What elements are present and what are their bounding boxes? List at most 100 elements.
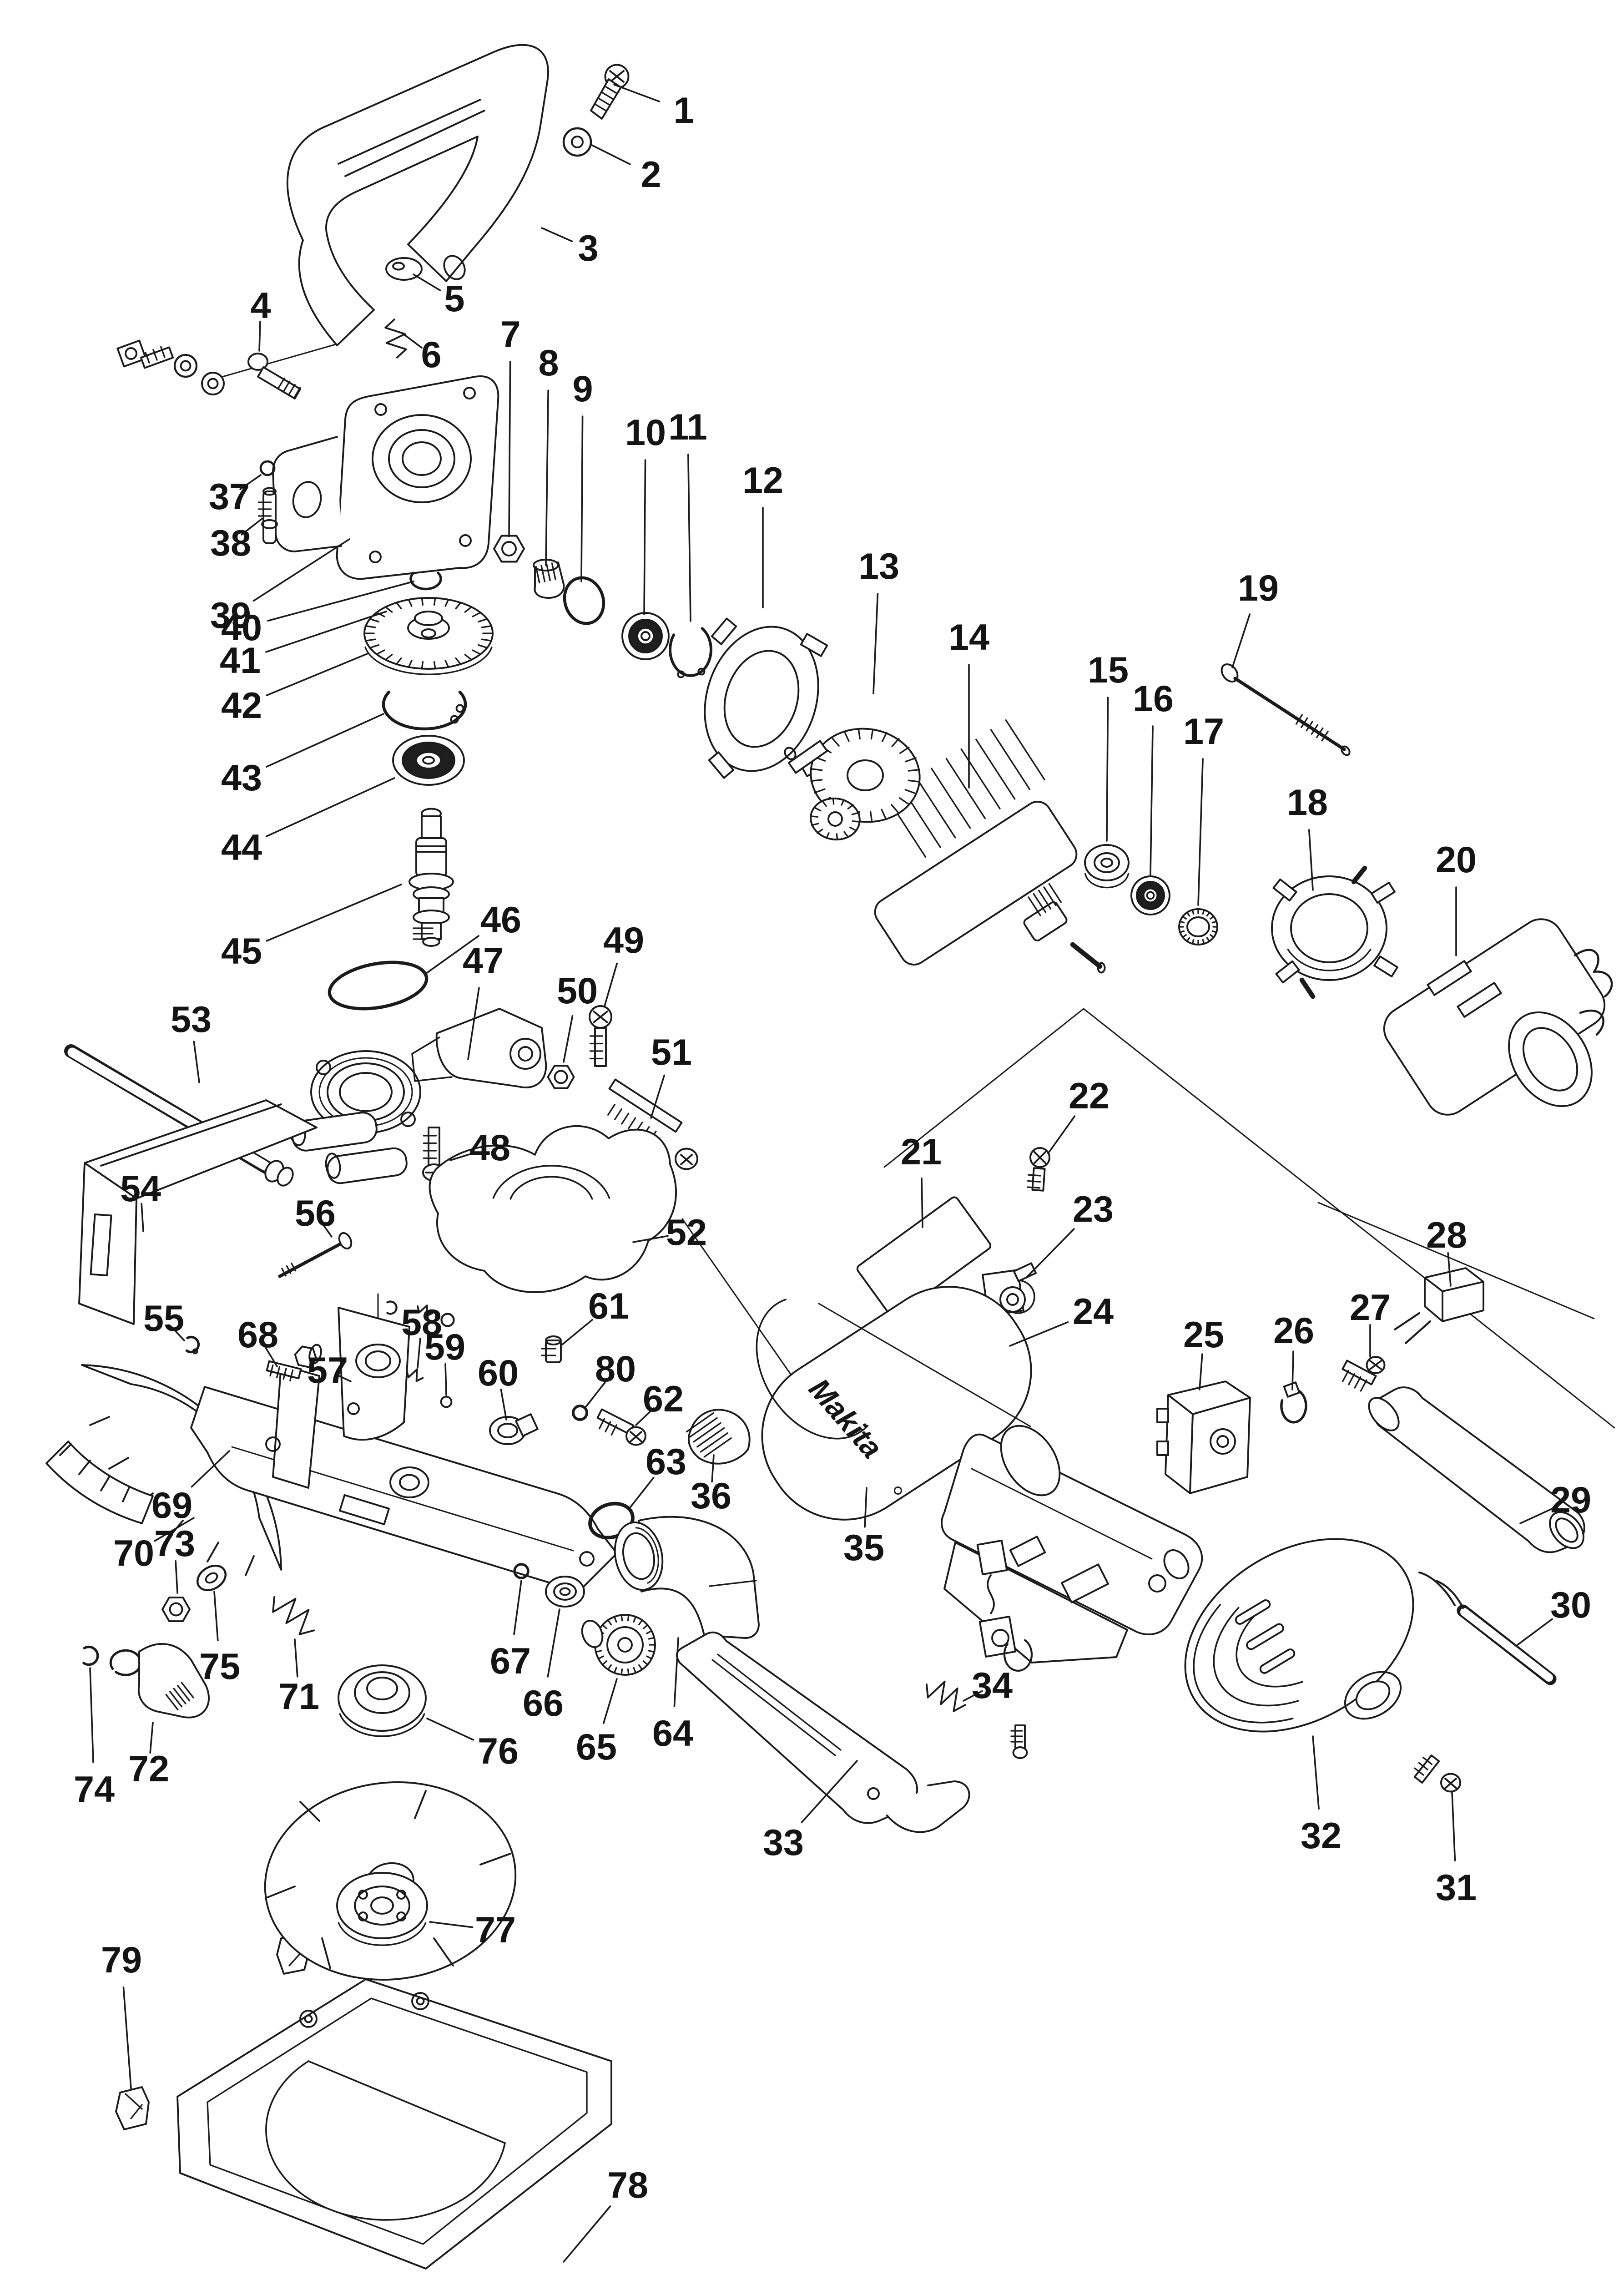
part-57-glyph [338, 1307, 410, 1441]
part-16-glyph [1130, 875, 1170, 915]
leader-line-59 [444, 1363, 447, 1396]
part-65-glyph [581, 1614, 656, 1676]
part-label-50: 50 [557, 971, 598, 1011]
part-label-54: 54 [120, 1168, 161, 1209]
leader-line-10 [643, 459, 646, 615]
part-28-glyph [1393, 1267, 1484, 1345]
part-label-66: 66 [523, 1683, 564, 1724]
part-label-77: 77 [475, 1910, 516, 1951]
leader-line-21 [921, 1177, 923, 1228]
part-label-53: 53 [171, 999, 212, 1040]
part-frame-glyph [190, 1364, 618, 1592]
part-label-80: 80 [595, 1349, 636, 1390]
part-label-71: 71 [278, 1676, 319, 1717]
part-label-33: 33 [763, 1822, 804, 1863]
leader-line-34 [963, 1690, 983, 1702]
leader-line-31 [1451, 1791, 1456, 1861]
part-22-glyph [1026, 1147, 1050, 1192]
part-label-63: 63 [646, 1441, 686, 1482]
part-label-43: 43 [221, 758, 262, 799]
leader-line-13 [873, 593, 879, 694]
part-18-glyph [1271, 865, 1398, 999]
part-34-glyph [926, 1680, 966, 1712]
leader-line-47 [467, 987, 480, 1060]
leader-line-76 [426, 1718, 474, 1741]
part-33-glyph [676, 1631, 970, 1833]
leader-line-51 [650, 1074, 666, 1119]
part-40-glyph [409, 571, 442, 591]
part-52-glyph [429, 1125, 677, 1293]
part-label-58: 58 [401, 1302, 442, 1343]
part-label-15: 15 [1088, 650, 1129, 691]
part-label-21: 21 [901, 1132, 942, 1173]
leader-line-62 [635, 1407, 655, 1426]
part-27-glyph [1342, 1356, 1386, 1392]
leader-line-57 [335, 1373, 352, 1382]
construction-line [1317, 1202, 1595, 1320]
leader-line-64 [673, 1637, 679, 1707]
part-label-1: 1 [673, 90, 694, 131]
part-4-glyph [116, 339, 301, 399]
part-label-52: 52 [666, 1212, 707, 1253]
leader-line-60 [500, 1388, 507, 1421]
leader-line-44 [265, 777, 395, 837]
part-44-glyph [392, 735, 465, 786]
leader-line-56 [320, 1221, 333, 1238]
part-49-glyph [589, 1005, 612, 1067]
leader-line-1 [613, 84, 661, 102]
part-label-61: 61 [588, 1286, 629, 1327]
leader-line-70 [154, 1517, 195, 1542]
leader-line-67 [513, 1580, 522, 1635]
part-label-56: 56 [295, 1193, 336, 1234]
part-75-glyph [197, 1564, 227, 1592]
part-label-40: 40 [221, 607, 262, 648]
part-label-8: 8 [538, 343, 559, 384]
part-label-39: 39 [210, 595, 251, 636]
part-47-glyph [289, 1008, 547, 1184]
part-label-4: 4 [250, 285, 271, 326]
part-8-glyph [533, 559, 565, 599]
part-67-glyph [513, 1563, 530, 1579]
part-label-28: 28 [1426, 1215, 1467, 1256]
part-label-27: 27 [1350, 1287, 1391, 1328]
part-label-45: 45 [221, 931, 262, 972]
part-label-3: 3 [578, 228, 598, 269]
part-78-glyph [177, 1978, 612, 2270]
part-label-22: 22 [1069, 1076, 1110, 1117]
part-label-60: 60 [478, 1353, 519, 1394]
leader-line-24 [1009, 1321, 1069, 1347]
part-label-41: 41 [220, 640, 261, 681]
part-76-glyph [338, 1664, 427, 1737]
part-label-55: 55 [143, 1298, 184, 1339]
part-label-42: 42 [221, 685, 262, 726]
leader-line-49 [604, 962, 618, 1007]
part-label-14: 14 [948, 617, 989, 658]
leader-lines [89, 84, 1554, 2263]
part-label-47: 47 [463, 940, 504, 981]
part-label-76: 76 [478, 1731, 519, 1772]
part-14-glyph [874, 719, 1106, 974]
part-3-glyph [286, 44, 549, 346]
part-label-17: 17 [1183, 711, 1224, 752]
leader-line-50 [563, 1015, 574, 1063]
part-71-glyph [272, 1596, 315, 1635]
part-label-19: 19 [1238, 568, 1279, 609]
leader-line-54 [141, 1203, 144, 1232]
part-37-glyph [259, 460, 276, 476]
leader-line-63 [630, 1476, 655, 1508]
part-54-glyph [45, 1099, 318, 1576]
part-label-10: 10 [625, 412, 666, 453]
leader-line-65 [602, 1678, 618, 1724]
part-38-glyph [257, 487, 278, 544]
part-label-67: 67 [490, 1641, 531, 1682]
part-21-glyph [856, 1196, 992, 1318]
part-60-glyph [489, 1413, 539, 1445]
part-29-glyph [1368, 1386, 1585, 1553]
part-label-5: 5 [444, 278, 464, 319]
leader-line-42 [266, 653, 368, 696]
part-80-glyph [572, 1405, 588, 1421]
part-label-9: 9 [572, 369, 593, 410]
part-label-16: 16 [1133, 678, 1174, 719]
